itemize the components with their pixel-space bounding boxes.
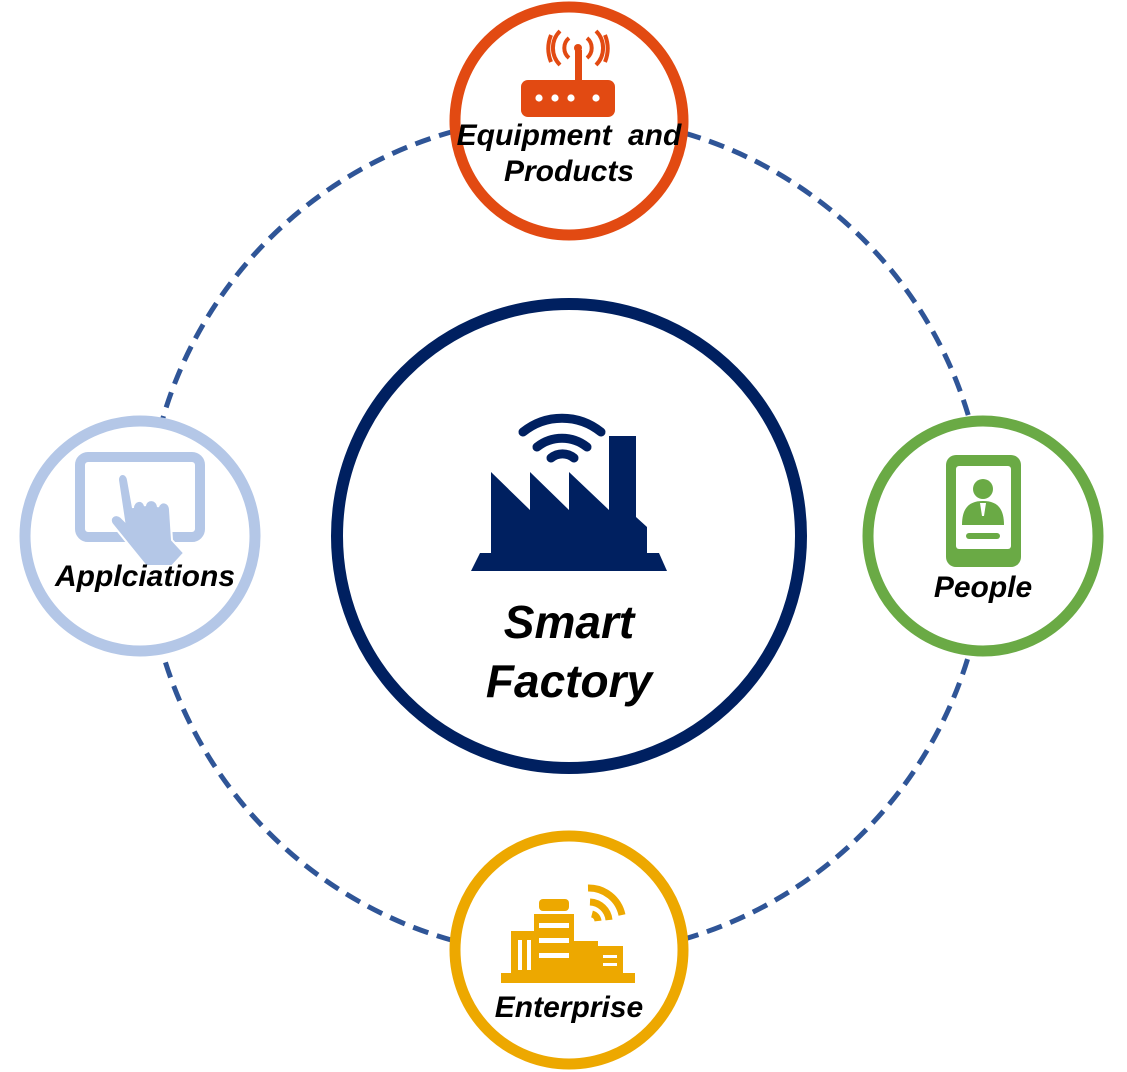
applications-label: Applciations	[54, 560, 235, 593]
equipment-label-line2: Products	[503, 155, 635, 188]
equipment-label: Equipment and Products	[429, 118, 709, 190]
center-title: Smart Factory	[419, 593, 719, 711]
enterprise-label: Enterprise	[494, 991, 644, 1024]
router-icon	[521, 29, 615, 117]
factory-wifi-icon	[471, 413, 667, 571]
smartphone-person-icon	[946, 455, 1021, 567]
people-label: People	[933, 571, 1033, 604]
equipment-node-circle	[449, 1, 689, 241]
tablet-touch-icon	[75, 452, 205, 567]
equipment-label-line1: Equipment and	[456, 119, 682, 152]
center-title-line2: Factory	[485, 654, 653, 707]
center-title-line1: Smart	[503, 596, 635, 648]
buildings-wifi-icon	[501, 884, 635, 983]
